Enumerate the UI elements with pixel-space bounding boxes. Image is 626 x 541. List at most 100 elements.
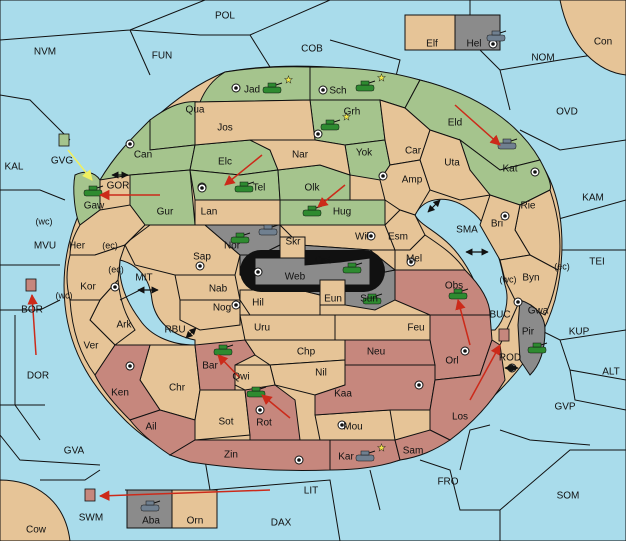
army-unit[interactable] <box>527 342 548 354</box>
supply-center <box>255 405 265 415</box>
territory-her <box>69 204 146 256</box>
region-label-chr: Chr <box>169 383 186 394</box>
region-label-nar: Nar <box>292 150 309 161</box>
coast-label: (wc) <box>36 216 53 226</box>
order-arrow <box>261 394 291 419</box>
region-label-web: Web <box>285 272 306 283</box>
region-label-can: Can <box>134 150 152 161</box>
coast-label: (ec) <box>554 261 570 271</box>
region-label-eun: Eun <box>324 294 342 305</box>
region-label-uru: Uru <box>254 323 270 334</box>
army-unit[interactable]: ★ <box>355 443 386 462</box>
region-label-skr: Skr <box>286 237 302 248</box>
support-arrow <box>67 149 93 181</box>
region-label-lit: LIT <box>304 486 318 497</box>
region-label-ovd: OVD <box>556 107 578 118</box>
region-label-con: Con <box>594 37 612 48</box>
territory-jos <box>194 99 316 146</box>
region-label-aba: Aba <box>142 516 160 527</box>
army-unit[interactable]: ★ <box>320 112 351 131</box>
region-label-kaa: Kaa <box>334 389 352 400</box>
territory-eun-box <box>319 279 346 306</box>
army-unit[interactable] <box>362 293 383 305</box>
territory-zin <box>168 439 331 472</box>
army-unit[interactable] <box>83 185 104 197</box>
supply-center <box>231 83 241 93</box>
retreat-marker[interactable] <box>58 133 70 147</box>
retreat-marker[interactable] <box>25 278 37 292</box>
region-label-eld: Eld <box>448 118 462 129</box>
region-label-kal: KAL <box>5 162 24 173</box>
region-label-som: SOM <box>557 491 580 502</box>
coast-label: (ec) <box>108 264 124 274</box>
order-arrow <box>217 354 241 379</box>
order-arrow <box>455 298 471 346</box>
transit-arrows <box>111 171 519 372</box>
army-unit[interactable] <box>230 232 251 244</box>
neutral-territories-center <box>124 209 476 441</box>
army-unit[interactable] <box>140 500 161 512</box>
region-label-esm: Esm <box>388 232 408 243</box>
supply-center <box>197 183 207 193</box>
region-label-pir: Pir <box>522 327 535 338</box>
territory-sot <box>194 389 251 441</box>
region-label-rbu: RBU <box>164 325 185 336</box>
star-icon: ★ <box>342 112 351 123</box>
region-label-nil: Nil <box>315 368 327 379</box>
region-label-yok: Yok <box>356 148 373 159</box>
region-label-sap: Sap <box>193 252 211 263</box>
region-label-neu: Neu <box>367 347 385 358</box>
region-label-ark: Ark <box>117 320 133 331</box>
star-icon: ★ <box>377 73 386 84</box>
region-label-fro: FRO <box>437 477 458 488</box>
region-label-gwa: Gwa <box>528 306 549 317</box>
region-label-car: Car <box>405 146 422 157</box>
territory-kaa <box>314 364 436 416</box>
region-label-bor: BOR <box>21 305 43 316</box>
region-label-kor: Kor <box>80 282 96 293</box>
army-unit[interactable]: ★ <box>262 75 293 94</box>
coast-label: (wc) <box>56 290 73 300</box>
retreat-marker[interactable] <box>84 488 96 502</box>
army-unit[interactable] <box>258 224 279 236</box>
region-label-gvp: GVP <box>554 402 575 413</box>
army-unit[interactable] <box>234 181 255 193</box>
region-label-nom: NOM <box>531 53 554 64</box>
supply-center <box>313 129 323 139</box>
coast-label: (ec) <box>102 240 118 250</box>
army-unit[interactable] <box>342 262 363 274</box>
region-label-cob: COB <box>301 44 323 55</box>
region-label-orn: Orn <box>187 516 204 527</box>
retreat-marker[interactable] <box>498 328 510 342</box>
supply-center <box>337 420 347 430</box>
region-label-rie: Rie <box>520 201 535 212</box>
territory-orn <box>171 489 218 529</box>
supply-center <box>318 85 328 95</box>
region-label-jad: Jad <box>244 85 260 96</box>
region-label-ail: Ail <box>145 422 156 433</box>
order-arrow <box>454 104 501 146</box>
supply-center <box>294 455 304 465</box>
region-label-cow: Cow <box>26 525 47 536</box>
region-label-pol: POL <box>215 11 235 22</box>
army-unit[interactable] <box>246 386 267 398</box>
region-label-kat: Kat <box>502 164 517 175</box>
region-label-hil: Hil <box>252 298 264 309</box>
army-unit[interactable] <box>486 30 507 42</box>
region-label-mou: Mou <box>343 422 362 433</box>
army-unit[interactable] <box>497 138 518 150</box>
army-unit[interactable]: ★ <box>355 73 386 92</box>
order-arrow <box>469 344 501 401</box>
region-label-nog: Nog <box>213 303 231 314</box>
region-label-hug: Hug <box>333 207 351 218</box>
neutral-territories-north <box>194 99 561 316</box>
region-label-ken: Ken <box>111 388 129 399</box>
region-label-uta: Uta <box>444 158 460 169</box>
territory-nog <box>179 299 241 331</box>
region-label-gor: GOR <box>107 181 130 192</box>
region-label-buc: BUC <box>489 310 510 321</box>
supply-center <box>231 300 241 310</box>
supply-centers <box>110 39 540 465</box>
